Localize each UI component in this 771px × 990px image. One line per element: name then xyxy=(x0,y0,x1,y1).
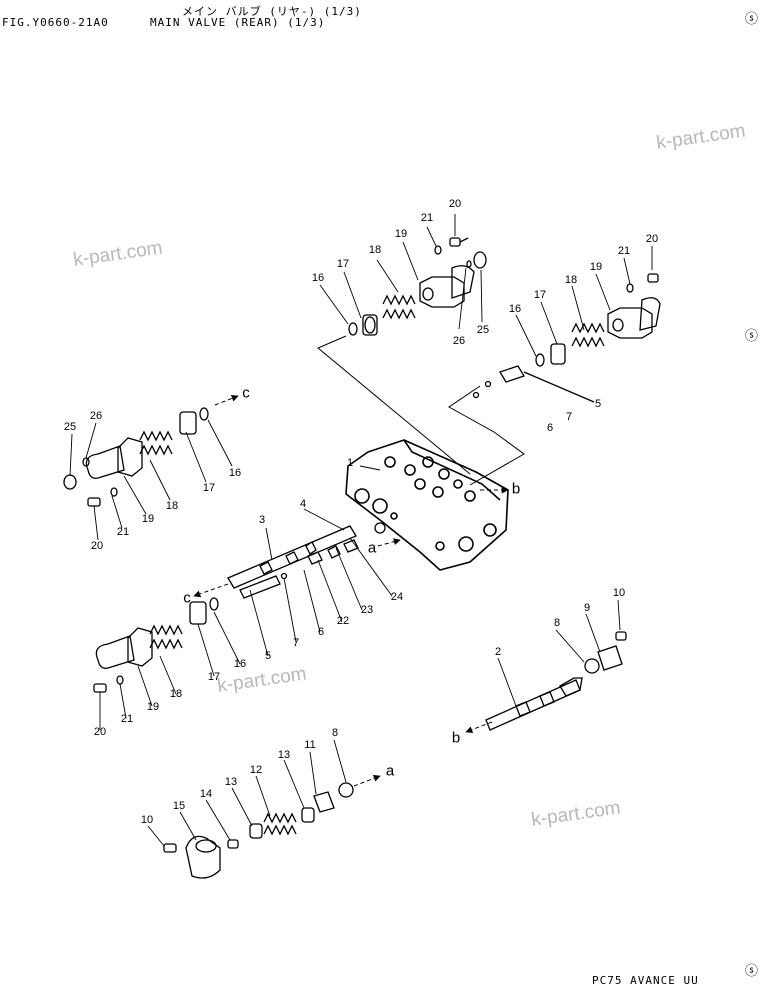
arrow-label-b: b xyxy=(511,480,521,498)
part-label: 18 xyxy=(564,274,578,286)
part-label: 11 xyxy=(304,739,316,751)
part-label: 20 xyxy=(90,540,104,552)
part-label: 12 xyxy=(249,764,263,776)
arrow-label-c: c xyxy=(242,384,250,402)
part-label: 8 xyxy=(553,617,561,629)
model-footer: PC75 AVANCE UU xyxy=(592,974,699,987)
arrow-label-b: b xyxy=(451,729,461,747)
left-lower-assembly xyxy=(93,597,219,693)
part-label: 18 xyxy=(165,500,179,512)
corner-mark-bottom: ⓢ xyxy=(745,964,759,979)
part-label: 20 xyxy=(645,233,659,245)
part-label: 21 xyxy=(420,212,434,224)
part-label: 25 xyxy=(476,324,490,336)
part-label: 21 xyxy=(617,245,631,257)
part-label: 5 xyxy=(594,398,602,410)
part-label: 19 xyxy=(589,261,603,273)
japanese-title: メイン バルブ (リヤ-) (1/3) xyxy=(182,5,362,18)
part-label: 17 xyxy=(336,258,350,270)
part-label: 25 xyxy=(63,421,77,433)
part-label: 2 xyxy=(494,646,502,658)
part-label: 22 xyxy=(336,615,350,627)
main-valve-body xyxy=(345,439,509,571)
part-label: 4 xyxy=(299,498,307,510)
diagram-title: MAIN VALVE (REAR) (1/3) xyxy=(150,16,326,29)
part-label: 24 xyxy=(390,591,404,603)
part-label: 17 xyxy=(207,671,221,683)
part-label: 17 xyxy=(202,482,216,494)
part-label: 17 xyxy=(533,289,547,301)
left-upper-assembly xyxy=(63,407,209,507)
part-label: 19 xyxy=(394,228,408,240)
part-label: 5 xyxy=(264,650,272,662)
arrow-label-c: c xyxy=(183,589,191,607)
part-label: 16 xyxy=(233,658,247,670)
part-label: 20 xyxy=(448,198,462,210)
part-label: 9 xyxy=(583,602,591,614)
arrow-label-a: a xyxy=(367,539,377,557)
part-label: 1 xyxy=(346,457,354,469)
part-label: 23 xyxy=(360,604,374,616)
part-label: 3 xyxy=(258,514,266,526)
part-label: 19 xyxy=(146,701,160,713)
part-label: 21 xyxy=(120,713,134,725)
part-label: 8 xyxy=(331,727,339,739)
part-label: 14 xyxy=(199,788,213,800)
part-label: 6 xyxy=(317,626,325,638)
top-middle-assembly xyxy=(348,237,487,336)
top-right-assembly xyxy=(472,273,661,403)
part-label: 7 xyxy=(565,411,573,423)
part-label: 21 xyxy=(116,526,130,538)
part-label: 10 xyxy=(612,587,626,599)
part-label: 20 xyxy=(93,726,107,738)
part-label: 26 xyxy=(89,410,103,422)
part-label: 16 xyxy=(508,303,522,315)
figure-id: FIG.Y0660-21A0 xyxy=(2,16,109,29)
part-label: 10 xyxy=(140,814,154,826)
spool-assembly xyxy=(227,522,386,599)
part-label: 16 xyxy=(228,467,242,479)
arrow-label-a: a xyxy=(385,762,395,780)
corner-mark-top: ⓢ xyxy=(745,12,759,27)
part-label: 6 xyxy=(546,422,554,434)
part-label: 18 xyxy=(368,244,382,256)
part-label: 7 xyxy=(292,637,300,649)
part-label: 15 xyxy=(172,800,186,812)
part-label: 26 xyxy=(452,335,466,347)
right-lower-assembly xyxy=(485,631,627,731)
part-label: 13 xyxy=(224,776,238,788)
part-label: 18 xyxy=(169,688,183,700)
part-label: 19 xyxy=(141,513,155,525)
corner-mark-mid: ⓢ xyxy=(745,329,759,344)
part-label: 13 xyxy=(277,749,291,761)
bottom-assembly xyxy=(163,782,354,879)
part-label: 16 xyxy=(311,272,325,284)
